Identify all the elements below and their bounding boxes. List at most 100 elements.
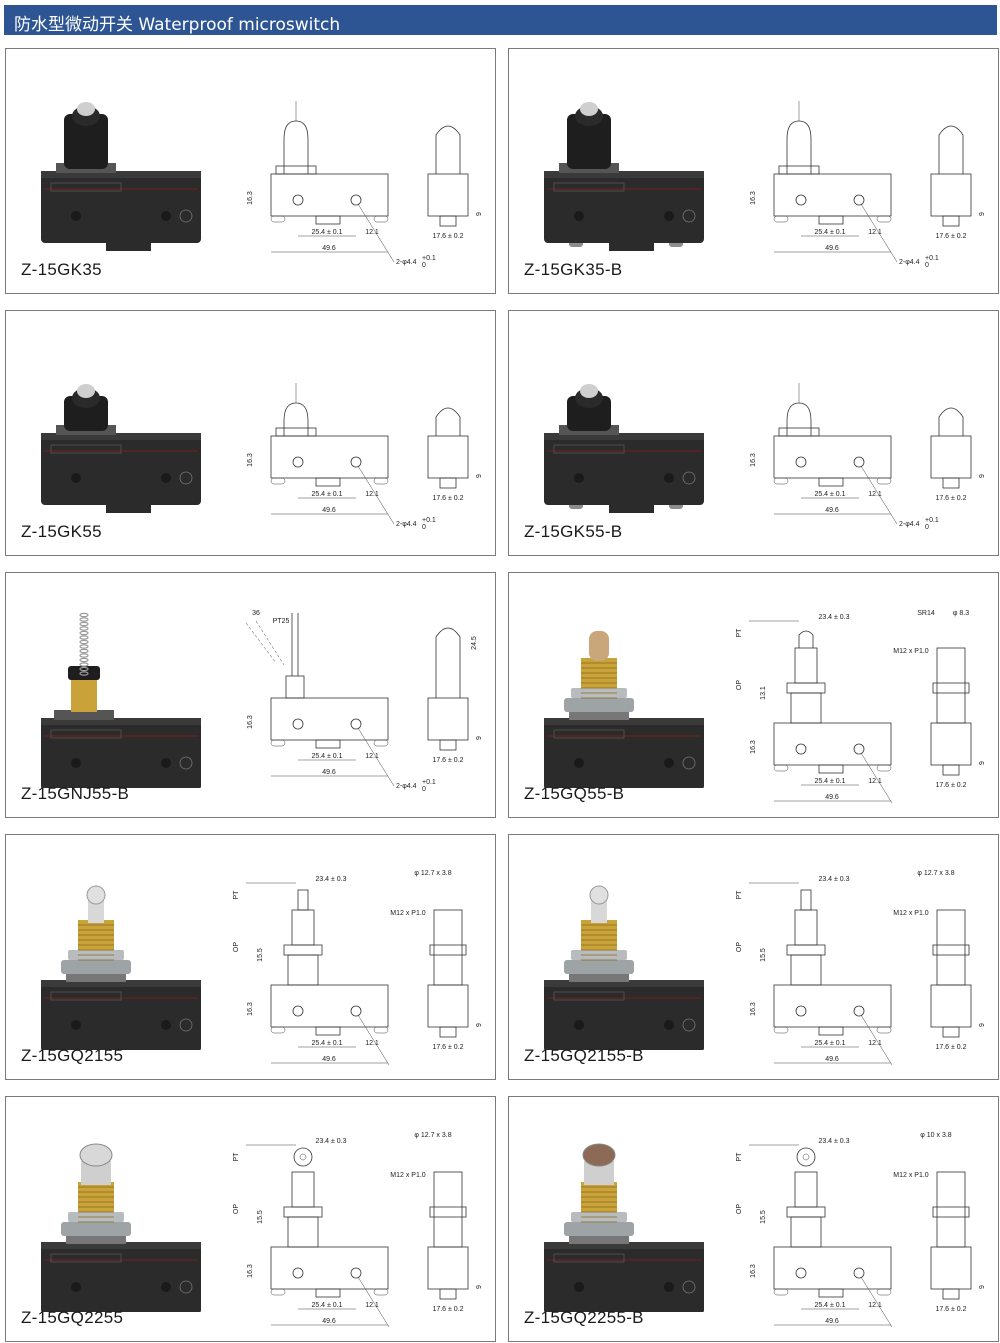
product-photo <box>544 631 704 788</box>
op-dim: 15.5 <box>257 948 264 962</box>
product-photo <box>41 384 201 513</box>
pitch-dim: 25.4 ± 0.1 <box>814 229 845 236</box>
product-photo <box>41 612 201 788</box>
hole-dim: 2-φ4.4 <box>899 521 920 528</box>
offset-dim: 12.1 <box>868 229 882 236</box>
model-name: Z-15GNJ55-B <box>21 784 130 803</box>
width-dim: 17.6 ± 0.2 <box>935 233 966 240</box>
hole-tol-down: 0 <box>925 262 929 269</box>
pitch-dim: 25.4 ± 0.1 <box>311 491 342 498</box>
side-outline <box>427 1246 469 1290</box>
width-dim: 17.6 ± 0.2 <box>432 1044 463 1051</box>
length-dim: 49.6 <box>322 1056 336 1063</box>
height-dim: 16.3 <box>247 453 254 467</box>
roller-dim: φ 12.7 x 3.8 <box>414 1132 451 1139</box>
hole-tol-down: 0 <box>422 786 426 793</box>
height-dim: 16.3 <box>247 1002 254 1016</box>
switch-photo <box>41 1143 201 1312</box>
op-label: OP <box>736 942 743 952</box>
product-photo <box>544 384 704 513</box>
model-name: Z-15GQ2155-B <box>524 1046 644 1065</box>
terminal-dim: 9 <box>979 1285 986 1289</box>
product-photo <box>41 885 201 1050</box>
thread-dim: M12 x P1.0 <box>390 910 426 917</box>
side-outline <box>930 984 972 1028</box>
model-name: Z-15GK35-B <box>524 260 623 279</box>
width-dim: 17.6 ± 0.2 <box>935 495 966 502</box>
hole-dim: 2-φ4.4 <box>396 259 417 266</box>
height-dim: 16.3 <box>750 740 757 754</box>
panel-pitch-dim: 23.4 ± 0.3 <box>315 1138 346 1145</box>
length-dim: 49.6 <box>825 794 839 801</box>
switch-photo <box>544 1143 704 1312</box>
op-label: OP <box>736 1204 743 1214</box>
terminal-dim: 9 <box>476 1023 483 1027</box>
switch-photo <box>544 102 704 251</box>
op-dim: 15.5 <box>760 1210 767 1224</box>
op-dim: 15.5 <box>257 1210 264 1224</box>
terminal-dim: 9 <box>476 736 483 740</box>
hole-tol-down: 0 <box>925 524 929 531</box>
side-outline <box>930 435 972 479</box>
thread-dim: M12 x P1.0 <box>390 1172 426 1179</box>
product-photo <box>544 102 704 251</box>
switch-photo <box>41 384 201 513</box>
side-outline <box>427 173 469 217</box>
offset-dim: 12.1 <box>868 491 882 498</box>
pt-label: PT <box>736 1152 743 1162</box>
hole-dim: 2-φ4.4 <box>396 521 417 528</box>
model-name: Z-15GQ55-B <box>524 784 625 803</box>
width-dim: 17.6 ± 0.2 <box>432 495 463 502</box>
pt-label: PT <box>736 890 743 900</box>
product-photo <box>41 1143 201 1312</box>
pitch-dim: 25.4 ± 0.1 <box>311 753 342 760</box>
width-dim: 17.6 ± 0.2 <box>432 757 463 764</box>
op-dim: 15.5 <box>760 948 767 962</box>
side-outline <box>930 722 972 766</box>
offset-dim: 12.1 <box>868 778 882 785</box>
op-label: OP <box>233 1204 240 1214</box>
width-dim: 17.6 ± 0.2 <box>432 1306 463 1313</box>
side-outline <box>427 984 469 1028</box>
pt-label: PT <box>233 890 240 900</box>
model-name: Z-15GQ2155 <box>21 1046 124 1065</box>
body-outline <box>270 173 389 217</box>
terminal-dim: 9 <box>979 761 986 765</box>
roller-dim: φ 12.7 x 3.8 <box>414 870 451 877</box>
switch-photo <box>544 631 704 788</box>
hole-dim: 2-φ4.4 <box>899 259 920 266</box>
phi-dim: φ 8.3 <box>953 610 969 617</box>
length-dim: 49.6 <box>322 769 336 776</box>
pitch-dim: 25.4 ± 0.1 <box>814 778 845 785</box>
offset-dim: 12.1 <box>365 491 379 498</box>
hole-tol-down: 0 <box>422 524 426 531</box>
thread-dim: M12 x P1.0 <box>893 910 929 917</box>
product-photo <box>544 885 704 1050</box>
height-dim: 16.3 <box>750 1002 757 1016</box>
switch-photo <box>544 885 704 1050</box>
offset-dim: 12.1 <box>868 1040 882 1047</box>
body-outline <box>270 435 389 479</box>
pitch-dim: 25.4 ± 0.1 <box>814 491 845 498</box>
width-dim: 17.6 ± 0.2 <box>432 233 463 240</box>
hole-dim: 2-φ4.4 <box>396 783 417 790</box>
body-outline <box>270 984 389 1028</box>
switch-photo <box>41 102 201 251</box>
